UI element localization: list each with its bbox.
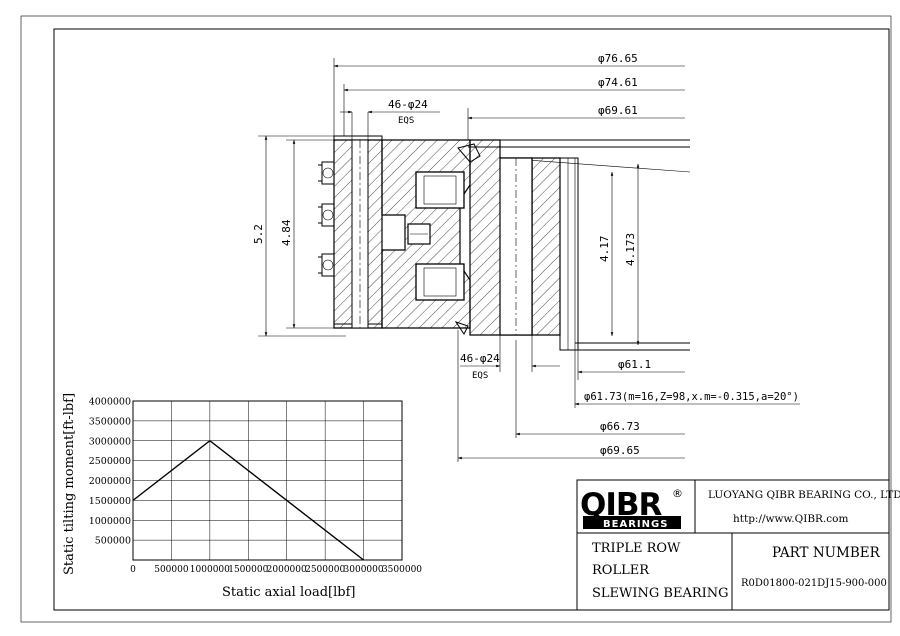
dim-right-2: 4.173 [624,233,637,266]
logo-registered-mark: ® [672,487,683,500]
bolt-middle [318,203,335,227]
product-name-line-3: SLEWING BEARING [592,586,729,601]
bolt-top [318,161,335,185]
inner-frame [53,28,890,611]
chart-y-tick-label: 2000000 [89,476,131,487]
dim-left-1: 5.2 [252,224,265,244]
bolt-bottom [318,253,335,277]
outer-frame [20,15,892,623]
chart-y-tick-label: 3500000 [89,416,131,427]
part-number-label: PART NUMBER [772,545,881,561]
product-name-line-2: ROLLER [592,563,650,578]
dimension-lines [258,58,800,462]
dim-bottom-4: φ69.65 [600,444,640,457]
dim-bottom-2: φ61.73(m=16,Z=98,x.m=-0.315,a=20°) [584,391,799,403]
dim-top-2: φ74.61 [598,76,638,89]
logo-sub: BEARINGS [603,519,668,530]
dim-holes-bottom: 46-φ24 [460,352,500,365]
chart-x-tick-label: 3000000 [344,565,384,575]
part-number-value: R0D01800-021DJ15-900-000 [741,578,887,589]
chart-x-tick-label: 3500000 [382,565,422,575]
load-capacity-chart: Static tilting moment[ft-lbf] Static axi… [62,393,422,600]
chart-y-tick-label: 2500000 [89,456,131,467]
dim-top-1: φ76.65 [598,52,638,65]
company-url: http://www.QIBR.com [733,513,849,525]
qibr-logo: QIBR ® BEARINGS [580,487,683,530]
chart-y-tick-label: 4000000 [89,397,131,408]
product-name-line-1: TRIPLE ROW [592,541,681,556]
dim-right-1: 4.17 [598,236,611,263]
chart-xlabel: Static axial load[lbf] [222,585,355,600]
dim-bottom-3: φ66.73 [600,420,640,433]
chart-series-line [132,439,365,561]
chart-y-tick-label: 1500000 [89,496,131,507]
chart-x-tick-label: 1500000 [228,565,268,575]
dim-holes-top-sub: EQS [398,116,414,126]
bearing-cross-section [318,135,691,351]
chart-x-tick-label: 0 [130,565,136,575]
dim-left-2: 4.84 [280,219,293,246]
chart-x-tick-label: 1000000 [190,565,230,575]
company-name: LUOYANG QIBR BEARING CO., LTD [708,489,900,501]
chart-y-tick-label: 1000000 [89,516,131,527]
chart-x-tick-label: 2500000 [305,565,345,575]
title-block: QIBR ® BEARINGS LUOYANG QIBR BEARING CO.… [576,479,900,611]
chart-y-tick-label: 500000 [95,536,131,547]
chart-ylabel: Static tilting moment[ft-lbf] [62,393,77,575]
dim-holes-bottom-sub: EQS [472,371,488,381]
dim-holes-top: 46-φ24 [388,98,428,111]
dim-bottom-1: φ61.1 [618,358,651,371]
chart-x-tick-label: 2000000 [267,565,307,575]
dim-top-3: φ69.61 [598,104,638,117]
chart-y-tick-label: 3000000 [89,436,131,447]
chart-x-tick-label: 500000 [154,565,189,575]
